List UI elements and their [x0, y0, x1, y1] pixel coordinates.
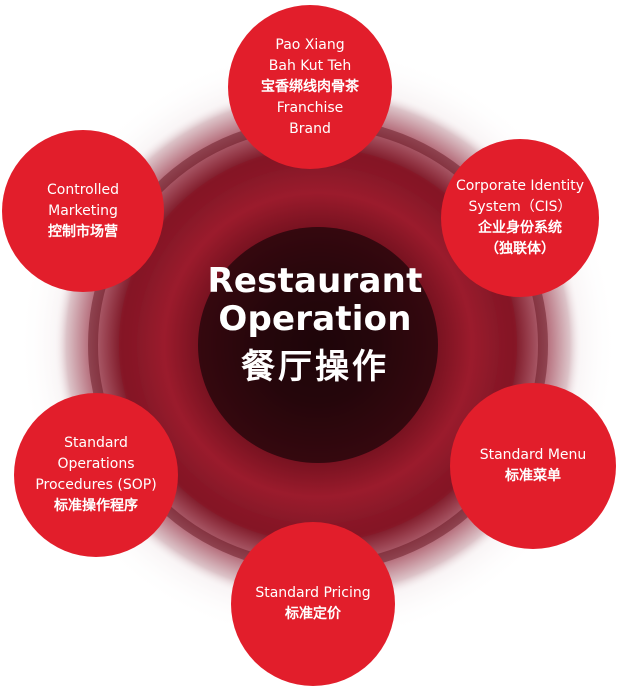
node-line: Marketing — [48, 202, 118, 219]
node-line-zh: 企业身份系统 — [478, 220, 562, 236]
node-line: Franchise — [276, 99, 344, 116]
node-line: Corporate Identity — [455, 178, 585, 194]
node-line: Bah Kut Teh — [268, 57, 352, 74]
node-line: Controlled — [47, 181, 119, 198]
node-standard-menu: Standard Menu 标准菜单 — [450, 383, 616, 549]
node-standard-pricing: Standard Pricing 标准定价 — [231, 522, 395, 686]
ink-core — [198, 227, 438, 463]
node-line: Standard Pricing — [255, 585, 371, 601]
node-line: Brand — [289, 120, 331, 137]
node-corporate-identity: Corporate Identity System（CIS） 企业身份系统 （独… — [441, 139, 599, 297]
node-franchise-brand: Pao Xiang Bah Kut Teh 宝香绑线肉骨茶 Franchise … — [228, 5, 392, 169]
node-controlled-marketing: Controlled Marketing 控制市场营 — [2, 130, 164, 292]
node-standard-operations: Standard Operations Procedures (SOP) 标准操… — [14, 393, 178, 557]
node-line: Procedures (SOP) — [35, 477, 157, 493]
center-title: Restaurant Operation 餐厅操作 — [180, 262, 450, 390]
node-line: Standard Menu — [479, 447, 587, 463]
node-line-zh: （独联体） — [485, 241, 555, 257]
title-en-line1: Restaurant — [207, 261, 423, 301]
node-line-zh: 标准菜单 — [505, 468, 561, 484]
title-en-line2: Operation — [218, 299, 412, 339]
node-line-zh: 宝香绑线肉骨茶 — [261, 78, 359, 95]
node-line: System（CIS） — [468, 199, 572, 215]
title-zh: 餐厅操作 — [241, 347, 389, 387]
node-line: Pao Xiang — [275, 36, 345, 53]
node-line-zh: 控制市场营 — [48, 223, 118, 240]
node-line: Standard Operations — [57, 435, 135, 472]
node-line-zh: 标准操作程序 — [54, 498, 138, 514]
node-line-zh: 标准定价 — [285, 606, 341, 622]
